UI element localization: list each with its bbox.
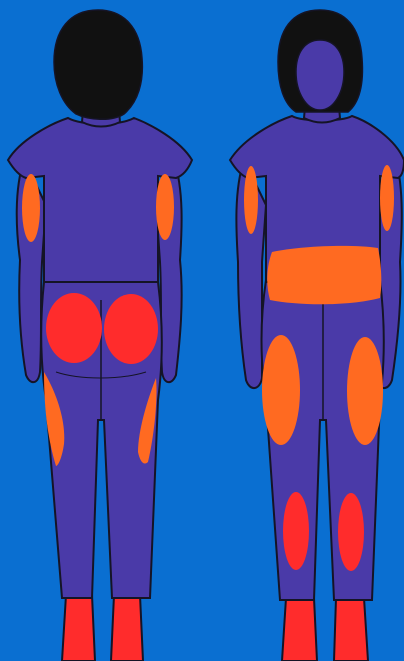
back-left-arm-zone: [22, 174, 40, 242]
back-left-buttock-zone: [46, 293, 102, 363]
front-left-arm-zone: [244, 166, 258, 234]
back-right-buttock-zone: [104, 294, 158, 364]
front-right-ankle-zone: [334, 598, 368, 661]
back-left-ankle-zone: [62, 595, 95, 661]
front-face: [296, 40, 344, 110]
front-left-ankle-zone: [282, 598, 317, 661]
back-hair: [54, 10, 142, 119]
front-left-knee-zone: [283, 492, 309, 570]
front-right-thigh-zone: [347, 337, 383, 445]
front-waist-zone: [267, 246, 381, 304]
back-right-ankle-zone: [111, 595, 143, 661]
front-left-thigh-zone: [262, 335, 300, 445]
back-right-arm-zone: [156, 174, 174, 240]
front-right-knee-zone: [338, 493, 364, 571]
front-right-arm-zone: [380, 165, 394, 231]
